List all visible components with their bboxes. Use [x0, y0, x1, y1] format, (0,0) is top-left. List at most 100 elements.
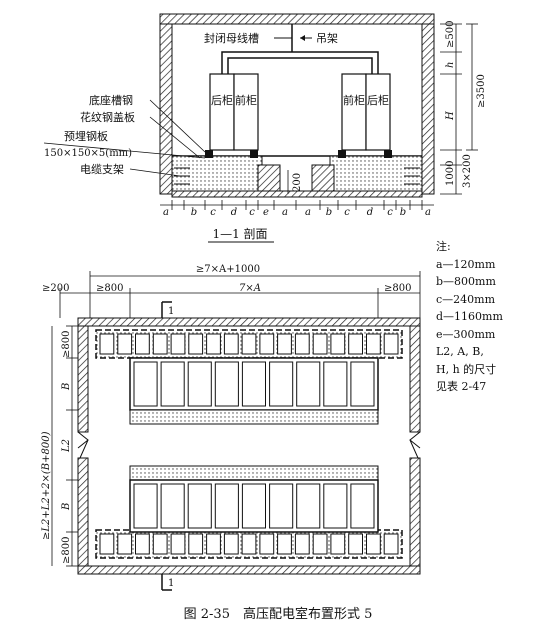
trench-cell — [259, 533, 275, 555]
label-plate-size: 150×150×5(mm) — [44, 148, 132, 159]
label-back-2: 后柜 — [367, 94, 389, 107]
trench-cell — [366, 333, 381, 355]
dim-overall-width: ≥7×A+1000 — [196, 264, 260, 275]
dim-800-bottom: ≥800 — [61, 537, 72, 564]
plan-view: ≥7×A+1000 ≥200 ≥800 7×A ≥800 — [41, 264, 421, 591]
plan-right-wall-upper — [409, 325, 421, 433]
trench-cell — [383, 333, 399, 355]
bottom-dim-labels: a b c d c e a a b c d c b a — [163, 207, 431, 218]
cabinet-cell — [241, 483, 266, 529]
right-trench — [329, 155, 423, 195]
dim-d-1: d — [231, 207, 237, 218]
left-door — [77, 431, 89, 459]
cabinet-cell — [214, 361, 239, 407]
cabinet-cell — [296, 483, 321, 529]
trench-cell — [135, 333, 150, 355]
leader-channel-base — [149, 99, 206, 153]
left-wall — [159, 23, 173, 195]
dim-b-3: b — [400, 207, 406, 218]
cabinet-cell — [350, 483, 375, 529]
lower-channel-strip — [129, 465, 379, 481]
plan-left-wall-lower — [77, 457, 89, 567]
label-checker-plate: 花纹钢盖板 — [80, 110, 135, 124]
label-busway: 封闭母线槽 — [204, 31, 259, 45]
dim-800-top: ≥800 — [61, 331, 72, 358]
upper-channel-strip — [129, 409, 379, 425]
dim-left-800: ≥800 — [96, 283, 123, 294]
section-marks — [161, 301, 172, 591]
cabinet-cell — [241, 361, 266, 407]
plan-right-wall-lower — [409, 457, 421, 567]
cabinet-cell — [133, 361, 158, 407]
trench-cell — [223, 533, 239, 555]
left-back-cabinet — [209, 73, 235, 151]
note-item: e—300mm — [436, 327, 496, 341]
dim-a-2: a — [282, 207, 288, 218]
notes-title: 注: — [436, 240, 451, 253]
dim-e: e — [263, 207, 269, 218]
plan-top-wall — [77, 317, 421, 327]
dim-right-800: ≥800 — [384, 283, 411, 294]
cabinets — [209, 73, 391, 151]
plan-left-dim-labels: ≥800 B L2 B ≥800 ≥L2+L2+2×(B+800) — [41, 331, 72, 564]
plan-left-wall-upper — [77, 325, 89, 433]
label-channel-base: 底座槽钢 — [89, 93, 133, 107]
trench-cell — [277, 333, 292, 355]
dim-b-2: b — [326, 207, 332, 218]
label-embedded-plate: 预埋钢板 — [64, 129, 108, 143]
right-wall — [421, 23, 435, 195]
cable-brackets — [174, 167, 420, 185]
trench-cell — [188, 533, 204, 555]
left-trench — [171, 155, 263, 195]
trench-cell — [206, 333, 221, 355]
note-item: H, h 的尺寸 — [436, 362, 497, 376]
section-mark-bottom: 1 — [168, 578, 174, 589]
left-front-cabinet — [233, 73, 259, 151]
note-item: a—120mm — [436, 257, 496, 271]
note-item: 见表 2-47 — [436, 380, 487, 393]
roof-slab — [159, 13, 435, 25]
cabinet-cell — [350, 361, 375, 407]
trench-cell — [383, 533, 399, 555]
bottom-dim-ticks — [171, 200, 423, 210]
cabinet-cell — [160, 483, 185, 529]
cabinet-cell — [133, 483, 158, 529]
trench-cell — [152, 333, 168, 355]
trench-cell — [366, 533, 381, 555]
trench-cell — [99, 533, 115, 555]
dim-left-margin: ≥200 — [42, 283, 69, 294]
trench-cell — [170, 533, 186, 555]
note-item: b—800mm — [436, 275, 496, 288]
trench-cell — [348, 333, 364, 355]
cabinet-cell — [187, 483, 212, 529]
trench-cell — [312, 533, 328, 555]
trench-cell — [348, 533, 364, 555]
dim-a-3: a — [305, 207, 311, 218]
leader-embedded-plate — [43, 142, 206, 159]
dim-a-1: a — [163, 207, 169, 218]
dim-B-bottom: B — [61, 503, 72, 511]
trench-bottom — [171, 190, 423, 198]
trench-cell — [223, 333, 239, 355]
dim-1000: 1000 — [445, 161, 456, 186]
dim-B-top: B — [61, 383, 72, 391]
section-view: 后柜 前柜 前柜 后柜 封闭母线槽 吊架 底座槽钢 花纹钢盖板 预埋钢板 150… — [43, 13, 487, 243]
trench-cell — [241, 333, 257, 355]
leader-checker-plate — [149, 116, 201, 159]
dim-b-1: b — [191, 207, 197, 218]
label-back-1: 后柜 — [211, 94, 233, 107]
label-front-2: 前柜 — [343, 93, 365, 107]
dim-3500: ≥3500 — [476, 74, 487, 108]
dim-d-2: d — [367, 207, 373, 218]
leader-cable-bracket — [129, 168, 181, 177]
lower-cabinets — [133, 483, 375, 529]
hanger-arrow — [300, 35, 305, 41]
figure-caption: 图 2-35 高压配电室布置形式 5 — [183, 607, 373, 622]
note-item: L2, A, B, — [436, 345, 484, 358]
center-pier-right — [311, 164, 335, 195]
right-dimension-lines — [440, 23, 478, 195]
cabinet-cell — [296, 361, 321, 407]
cabinet-cell — [269, 361, 294, 407]
trench-cell — [99, 333, 115, 355]
